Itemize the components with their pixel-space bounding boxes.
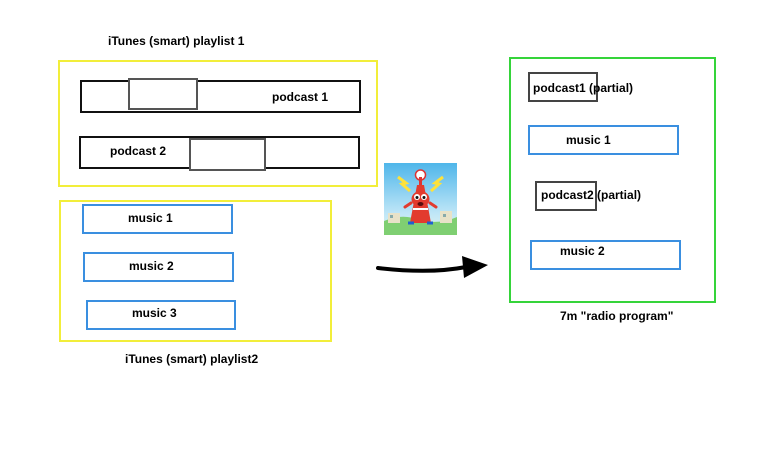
- playlist2-music3-box: [86, 300, 236, 330]
- playlist1-frame: [58, 60, 378, 187]
- program-music2-box: [530, 240, 681, 270]
- podcast1-segment: [128, 78, 198, 110]
- podcast2-label: podcast 2: [110, 144, 167, 158]
- program-podcast2-label: podcast2 (partial): [541, 188, 642, 202]
- program-podcast1-label: podcast1 (partial): [533, 81, 634, 95]
- program-music2-label: music 2: [560, 244, 605, 258]
- podcast1-bar: [80, 80, 361, 113]
- playlist2-music2-box: [83, 252, 234, 282]
- playlist2-frame: [59, 200, 332, 342]
- playlist2-music1-label: music 1: [128, 211, 173, 225]
- program-title: 7m "radio program": [560, 309, 674, 323]
- program-frame: [509, 57, 716, 303]
- podcast1-label: podcast 1: [272, 90, 329, 104]
- transform-arrow: [370, 248, 495, 288]
- program-music1-label: music 1: [566, 133, 611, 147]
- podcast2-segment: [189, 138, 266, 171]
- playlist1-title: iTunes (smart) playlist 1: [108, 34, 245, 48]
- program-podcast2-box: [535, 181, 597, 211]
- program-music1-box: [528, 125, 679, 155]
- playlist2-music2-label: music 2: [129, 259, 174, 273]
- radio-tower-app-icon: [384, 163, 457, 235]
- program-podcast1-box: [528, 72, 598, 102]
- playlist2-title: iTunes (smart) playlist2: [125, 352, 259, 366]
- playlist2-music1-box: [82, 204, 233, 234]
- playlist2-music3-label: music 3: [132, 306, 177, 320]
